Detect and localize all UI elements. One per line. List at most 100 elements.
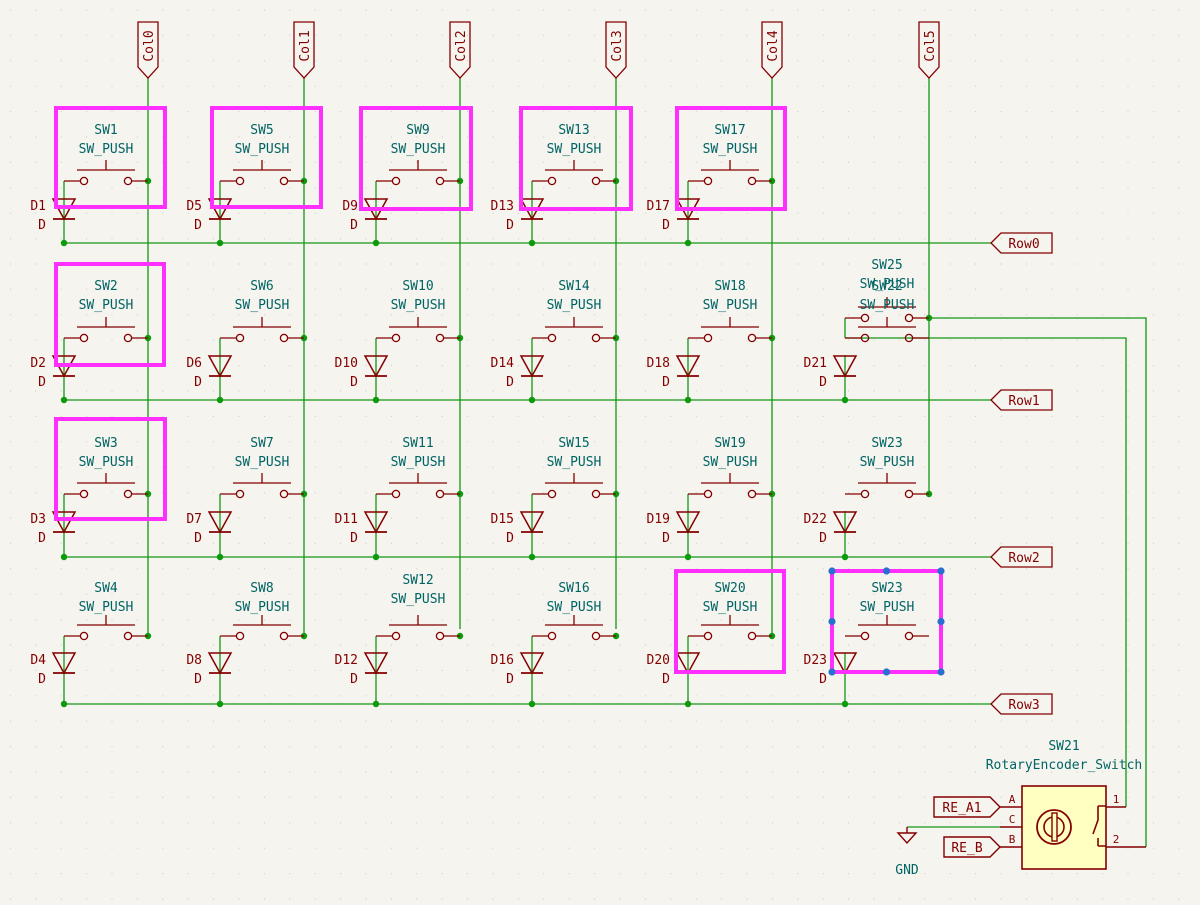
diode-reference: D18 <box>647 356 670 371</box>
switch-contact-right <box>904 489 914 499</box>
column-label-col1[interactable]: Col1 <box>293 21 315 79</box>
diode-body <box>207 652 233 675</box>
diode-body <box>675 652 701 675</box>
row-label-text: Row2 <box>1008 551 1039 566</box>
switch-value: SW_PUSH <box>547 298 602 313</box>
selection-grip <box>937 668 945 676</box>
diode-value: D <box>38 531 46 546</box>
switch-value: SW_PUSH <box>235 455 290 470</box>
switch-reference: SW23 <box>871 436 902 451</box>
diode-d4[interactable]: D4D <box>30 652 77 687</box>
diode-reference: D16 <box>491 653 514 668</box>
switch-reference: SW6 <box>250 279 273 294</box>
diode-d8[interactable]: D8D <box>186 652 233 687</box>
column-label-col3[interactable]: Col3 <box>605 21 627 79</box>
highlight-sw1 <box>54 106 167 209</box>
diode-d2[interactable]: D2D <box>30 355 77 390</box>
column-label-col2[interactable]: Col2 <box>449 21 471 79</box>
row-label-row0[interactable]: Row0 <box>990 232 1053 254</box>
diode-d7[interactable]: D7D <box>186 511 233 546</box>
label-re-b-shape[interactable] <box>943 836 1001 858</box>
switch-actuator <box>389 160 447 171</box>
switch-reference: SW22 <box>871 279 902 294</box>
encoder-value: RotaryEncoder_Switch <box>986 758 1143 773</box>
row-label-shape <box>990 389 1053 411</box>
row-label-row3[interactable]: Row3 <box>990 693 1053 715</box>
diode-value: D <box>819 531 827 546</box>
row-label-row1[interactable]: Row1 <box>990 389 1053 411</box>
diode-d6[interactable]: D6D <box>186 355 233 390</box>
gnd-symbol[interactable] <box>896 827 918 845</box>
diode-d5[interactable]: D5D <box>186 198 233 233</box>
highlight-boxes <box>54 106 945 676</box>
column-label-text: Col3 <box>610 30 625 61</box>
switch-contact-right <box>123 489 133 499</box>
junction-dot <box>684 396 692 404</box>
column-label-col4[interactable]: Col4 <box>761 21 783 79</box>
junction-dot <box>60 553 68 561</box>
rotary-encoder[interactable]: SW21 RotaryEncoder_Switch A C B 1 2 RE_A… <box>895 739 1146 878</box>
diode-d1[interactable]: D1D <box>30 198 77 233</box>
diode-body <box>675 511 701 534</box>
switch-contact-left <box>79 176 89 186</box>
diode-value: D <box>38 672 46 687</box>
column-label-col5[interactable]: Col5 <box>918 21 940 79</box>
switch-contact-right <box>747 176 757 186</box>
row-label-row2[interactable]: Row2 <box>990 546 1053 568</box>
switch-reference: SW1 <box>94 123 117 138</box>
switch-contact-right <box>904 313 914 323</box>
switch-value: SW_PUSH <box>703 600 758 615</box>
switch-contact-left <box>860 313 870 323</box>
switch-contact-right <box>591 333 601 343</box>
junction-dot <box>60 239 68 247</box>
diode-body <box>51 652 77 675</box>
switch-value: SW_PUSH <box>860 600 915 615</box>
diode-d9[interactable]: D9D <box>342 198 389 233</box>
switch-contact-right <box>279 489 289 499</box>
diode-body <box>363 355 389 378</box>
label-re-a1-shape[interactable] <box>933 796 1001 818</box>
switch-reference: SW15 <box>558 436 589 451</box>
diode-d3[interactable]: D3D <box>30 511 77 546</box>
switch-reference: SW12 <box>402 573 433 588</box>
column-label-col0[interactable]: Col0 <box>137 21 159 79</box>
